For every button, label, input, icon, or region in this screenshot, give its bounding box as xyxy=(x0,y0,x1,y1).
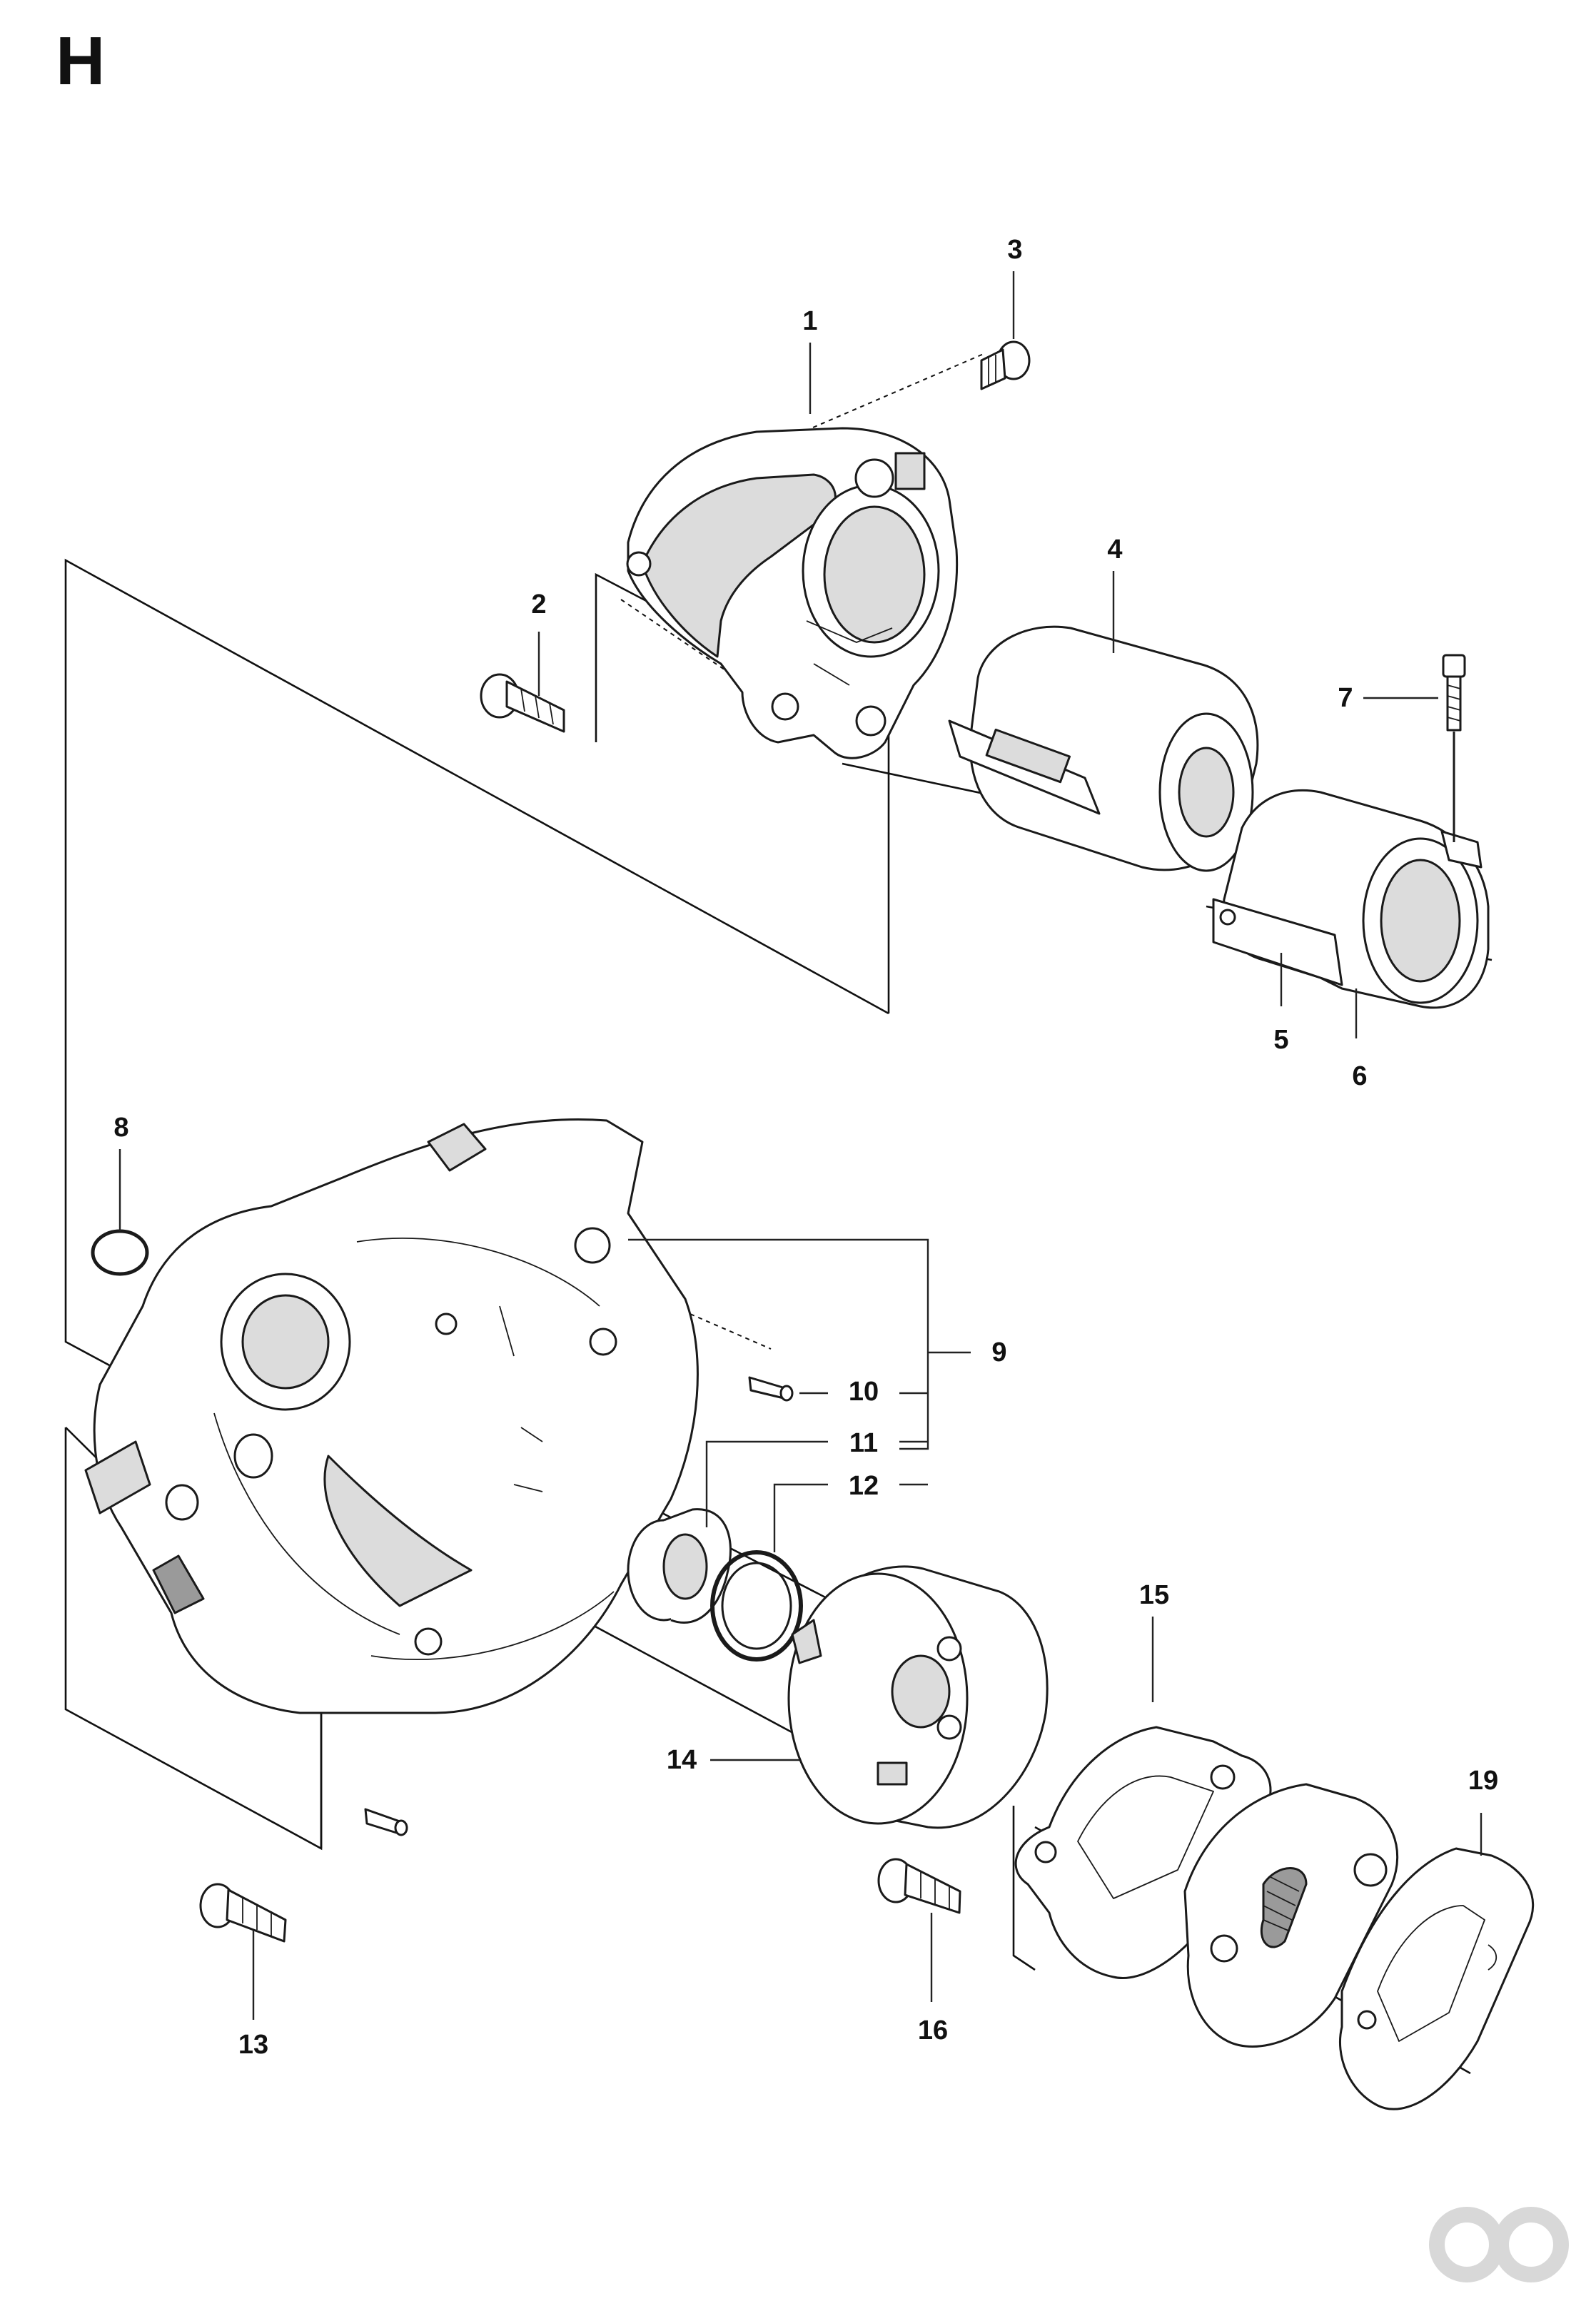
part-1-gear-housing xyxy=(626,427,959,759)
callout-8: 8 xyxy=(113,1113,129,1143)
part-8-o-ring xyxy=(91,1229,149,1276)
brand-logo-icon xyxy=(1429,2207,1569,2282)
callout-10: 10 xyxy=(848,1377,879,1407)
part-14-clutch-drum xyxy=(787,1565,1049,1829)
callout-12: 12 xyxy=(848,1471,879,1501)
part-10-pin xyxy=(748,1376,794,1402)
clutch-shoe-assembly xyxy=(1183,1783,1399,2048)
callout-6: 6 xyxy=(1352,1061,1368,1091)
part-5-6-clamp xyxy=(1212,789,1490,1009)
callout-15: 15 xyxy=(1138,1580,1170,1610)
section-letter: H xyxy=(56,23,106,99)
part-16-screw xyxy=(877,1858,961,1914)
part-19-plate xyxy=(1338,1847,1535,2110)
part-3-screw xyxy=(980,340,1031,390)
callout-19: 19 xyxy=(1468,1766,1499,1796)
callout-2: 2 xyxy=(531,590,547,620)
callout-3: 3 xyxy=(1007,235,1023,265)
crankcase-assembly xyxy=(84,1118,699,1714)
part-4-sleeve xyxy=(948,625,1259,872)
callout-5: 5 xyxy=(1273,1025,1289,1055)
callout-13: 13 xyxy=(238,2030,269,2060)
lower-pin xyxy=(364,1808,408,1836)
part-13-screw xyxy=(199,1883,287,1943)
part-12-circlip xyxy=(710,1550,803,1662)
callout-16: 16 xyxy=(917,2016,949,2045)
callout-7: 7 xyxy=(1338,683,1353,713)
callout-4: 4 xyxy=(1107,535,1123,565)
callout-14: 14 xyxy=(666,1745,697,1775)
callout-9: 9 xyxy=(991,1337,1007,1367)
callout-11: 11 xyxy=(849,1428,879,1458)
part-2-screw xyxy=(480,673,565,733)
part-7-screw xyxy=(1442,654,1466,842)
callout-1: 1 xyxy=(802,306,818,336)
leader-lines xyxy=(118,271,1483,2020)
